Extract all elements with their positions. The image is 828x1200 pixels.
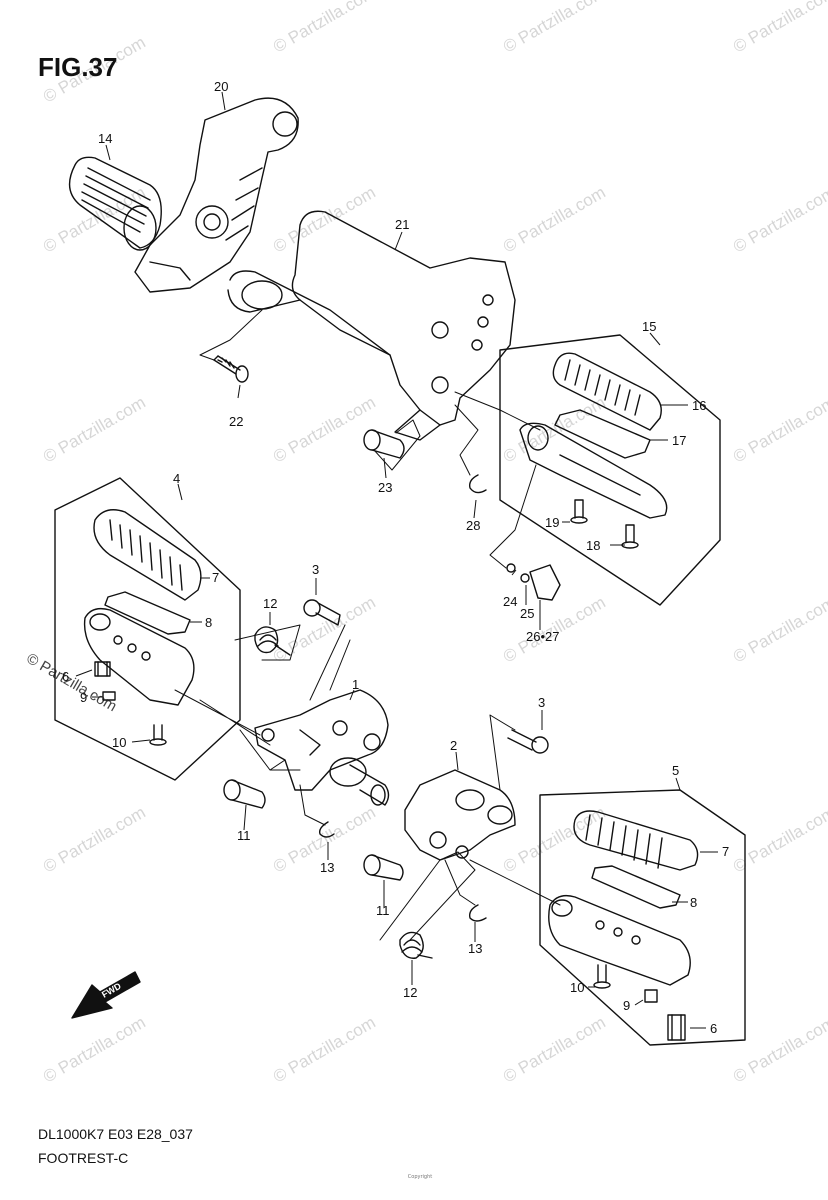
callout-8: 8 [690, 895, 697, 910]
callout-25: 25 [520, 606, 534, 621]
callout-1: 1 [352, 677, 359, 692]
callout-3: 3 [312, 562, 319, 577]
group-4-outline [54, 477, 241, 781]
part-6-nut [94, 661, 111, 677]
section-name: FOOTREST-C [38, 1150, 129, 1166]
callout-20: 20 [214, 79, 228, 94]
callout-labels: 20 14 21 15 16 17 22 23 28 19 18 4 7 8 3… [62, 79, 729, 1036]
part-8-plate [591, 865, 681, 909]
part-9-washer [644, 989, 658, 1003]
callout-5: 5 [672, 763, 679, 778]
model-code: DL1000K7 E03 E28_037 [38, 1126, 193, 1142]
callout-10: 10 [570, 980, 584, 995]
callout-28: 28 [466, 518, 480, 533]
part-12-spring [399, 931, 433, 959]
callout-24: 24 [503, 594, 517, 609]
callout-21: 21 [395, 217, 409, 232]
copyright-note: Copyright [407, 1174, 433, 1180]
callout-10: 10 [112, 735, 126, 750]
callout-12: 12 [263, 596, 277, 611]
callout-12: 12 [403, 985, 417, 1000]
part-16-rubber [552, 352, 662, 431]
callout-13: 13 [320, 860, 334, 875]
callout-3: 3 [538, 695, 545, 710]
callout-11: 11 [237, 828, 251, 843]
figure-title: FIG.37 [38, 52, 118, 82]
callout-15: 15 [642, 319, 656, 334]
part-15-footpeg [519, 422, 668, 519]
callout-19: 19 [545, 515, 559, 530]
part-5-footpeg [548, 894, 691, 986]
forward-arrow-icon: FWD [71, 971, 141, 1019]
callout-16: 16 [692, 398, 706, 413]
callout-7: 7 [212, 570, 219, 585]
part-10-bolt [593, 964, 611, 989]
callout-6: 6 [62, 669, 69, 684]
part-3-bolt [507, 729, 549, 754]
part-14-peg-rubber [68, 156, 162, 251]
callout-17: 17 [672, 433, 686, 448]
part-11-pin [223, 779, 266, 809]
part-19-bolt [570, 499, 588, 524]
part-13-clip [318, 821, 335, 838]
callout-23: 23 [378, 480, 392, 495]
callout-9: 9 [80, 690, 87, 705]
part-25-washer [520, 573, 530, 583]
part-9-washer [102, 691, 116, 701]
callout-14: 14 [98, 131, 112, 146]
callout-8: 8 [205, 615, 212, 630]
part-17-plate [554, 409, 651, 459]
callout-11: 11 [376, 903, 390, 918]
part-1-bracket [254, 689, 390, 806]
part-22-bolt [213, 355, 249, 383]
callout-6: 6 [710, 1021, 717, 1036]
callout-18: 18 [586, 538, 600, 553]
callout-13: 13 [468, 941, 482, 956]
part-8-plate [104, 591, 191, 635]
part-2-bracket [404, 769, 516, 861]
callout-2: 2 [450, 738, 457, 753]
part-7-rubber [93, 509, 202, 601]
part-20-bracket [134, 97, 299, 293]
part-6-nut [667, 1014, 686, 1041]
part-4-footpeg [83, 607, 195, 706]
group-15-outline [499, 334, 721, 606]
callout-26-27: 26•27 [526, 629, 559, 644]
part-26-27-plate [529, 564, 561, 601]
callout-22: 22 [229, 414, 243, 429]
group-5-outline [539, 789, 746, 1046]
callout-9: 9 [623, 998, 630, 1013]
part-7-rubber [573, 810, 699, 871]
part-28-clip [468, 474, 487, 494]
callout-7: 7 [722, 844, 729, 859]
part-21-bracket [227, 210, 516, 441]
callout-4: 4 [173, 471, 180, 486]
part-10-bolt [149, 724, 167, 746]
part-11-pin [363, 854, 404, 881]
part-23-pin [363, 429, 405, 459]
part-13-clip [468, 904, 487, 922]
part-12-spring [254, 626, 291, 656]
part-24-nut [506, 563, 516, 573]
part-3-bolt [303, 599, 341, 626]
